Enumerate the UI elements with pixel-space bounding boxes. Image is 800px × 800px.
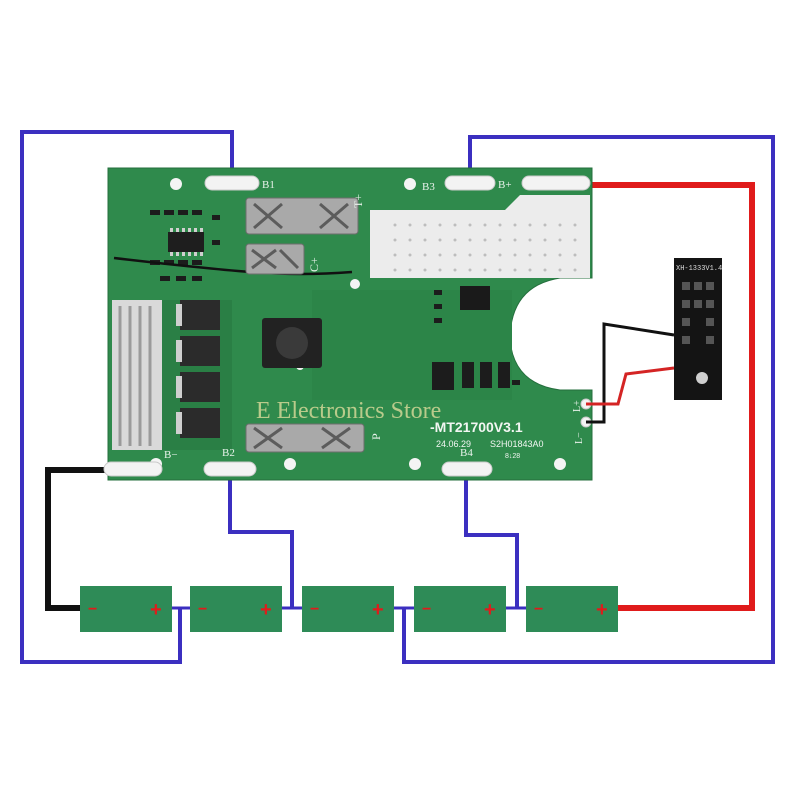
led-button: [696, 372, 708, 384]
watermark: E Electronics Store: [256, 398, 441, 424]
svg-text:+: +: [260, 599, 272, 621]
wire-b1: [20, 130, 234, 664]
label-l-minus: L−: [574, 432, 585, 444]
label-b4: B4: [460, 447, 473, 459]
pad-b1: [204, 175, 260, 191]
led-wire-red: [586, 366, 675, 406]
battery-cell: − +: [302, 586, 394, 632]
svg-text:−: −: [198, 601, 207, 618]
led-indicator-module: XH-1333V1.4: [586, 258, 722, 424]
label-b-minus: B−: [164, 449, 178, 461]
battery-cell: − +: [526, 586, 618, 632]
label-c-plus: C+: [307, 257, 321, 272]
svg-text:+: +: [596, 599, 608, 621]
board-small-code: 8↓28: [505, 453, 520, 460]
pad-b4: [441, 461, 493, 477]
wire-b4: [464, 470, 519, 608]
mosfets: [176, 300, 220, 438]
svg-text:−: −: [422, 601, 431, 618]
label-l-plus: L+: [572, 400, 583, 412]
led-wire-black: [586, 322, 675, 424]
led-module-label: XH-1333V1.4: [676, 265, 722, 273]
battery-cell: − +: [80, 586, 172, 632]
spring-clip-c-plus: [245, 243, 305, 275]
spring-clip-p: [245, 423, 365, 453]
pad-b-plus: [521, 175, 591, 191]
board-serial-code: S2H01843A0: [490, 439, 544, 449]
label-p: P: [369, 433, 383, 440]
battery-cell: − +: [190, 586, 282, 632]
board-date-code: 24.06.29: [436, 439, 471, 449]
svg-text:−: −: [88, 601, 97, 618]
label-b-plus: B+: [498, 179, 512, 191]
battery-cells: − + − + − + − + − +: [80, 586, 618, 632]
smd-components: [150, 210, 520, 390]
label-b1: B1: [262, 179, 275, 191]
label-t-plus: T+: [351, 194, 365, 208]
b-plus-copper: [370, 195, 590, 278]
wiring: [20, 130, 775, 664]
svg-text:−: −: [534, 601, 543, 618]
label-b2: B2: [222, 447, 235, 459]
svg-text:+: +: [372, 599, 384, 621]
svg-text:+: +: [150, 599, 162, 621]
wire-b2: [228, 470, 294, 608]
board-model: -MT21700V3.1: [430, 419, 523, 435]
svg-text:+: +: [484, 599, 496, 621]
b-minus-copper: [112, 300, 162, 450]
wire-b-plus: [590, 182, 755, 611]
battery-cell: − +: [414, 586, 506, 632]
mounting-holes: [150, 178, 566, 470]
label-b3: B3: [422, 181, 435, 193]
pad-b-minus: [103, 461, 163, 477]
bms-board: B1 B3 B+ B− B2 B4 T+ C+ P L+ L− -MT21700…: [103, 167, 593, 481]
wire-b3: [402, 135, 775, 664]
wire-b-minus: [45, 467, 112, 611]
spring-clip-t-plus: [245, 197, 359, 235]
control-ic: [168, 228, 204, 256]
pad-b3: [444, 175, 496, 191]
pad-b2: [203, 461, 257, 477]
svg-text:−: −: [310, 601, 319, 618]
